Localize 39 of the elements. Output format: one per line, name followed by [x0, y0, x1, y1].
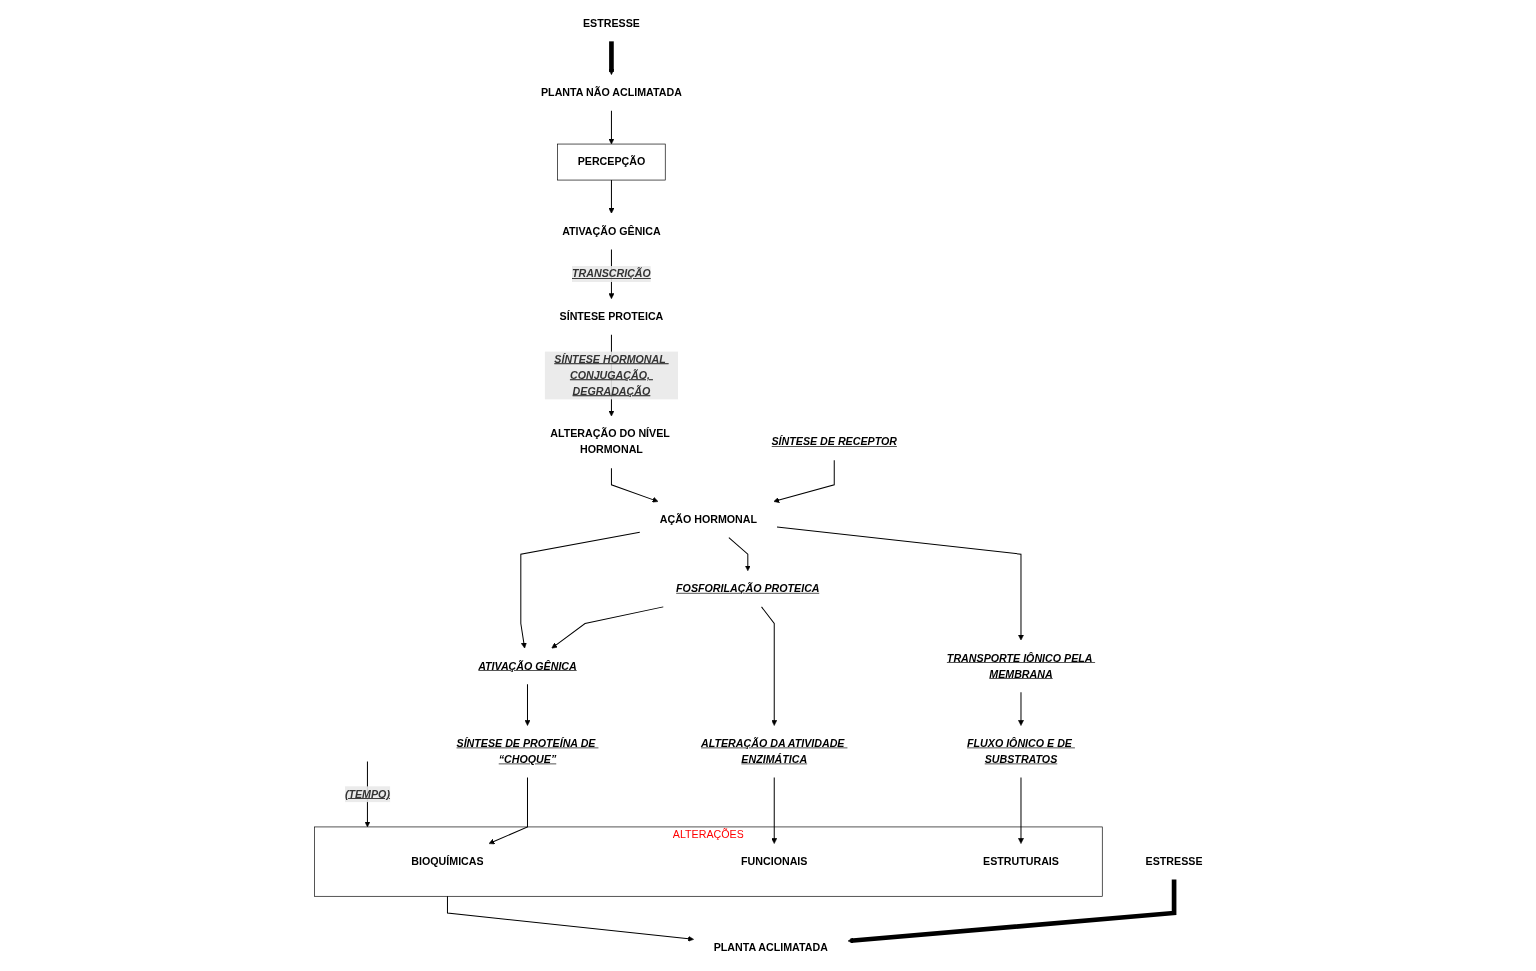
- node-text: ALTERAÇÃO DA ATIVIDADE ENZIMÁTICA: [700, 737, 845, 765]
- arrow: [776, 526, 1024, 641]
- node-box: PERCEPÇÃO: [556, 143, 666, 181]
- node-text: PLANTA ACLIMATADA: [713, 941, 828, 953]
- arrow: [519, 531, 640, 649]
- node-text: ALTERAÇÃO DO NÍVEL HORMONAL: [549, 428, 670, 456]
- node-text: FUNCIONAIS: [740, 855, 807, 867]
- node-text: TRANSPORTE IÔNICO PELA MEMBRANA: [946, 652, 1092, 680]
- arrow: [770, 777, 777, 844]
- node-text: ESTRESSE: [582, 17, 640, 29]
- edge-label: TRANSCRIÇÃO: [571, 268, 651, 280]
- node-text: AÇÃO HORMONAL: [659, 513, 757, 525]
- edge-label: SÍNTESE HORMONAL CONJUGAÇÃO, DEGRADAÇÃO: [553, 353, 666, 397]
- node-text: FLUXO IÔNICO E DE SUBSTRATOS: [966, 737, 1072, 765]
- node-text: PLANTA NÃO ACLIMATADA: [540, 86, 682, 99]
- node-text: ATIVAÇÃO GÊNICA: [477, 660, 577, 672]
- arrow: [608, 179, 614, 214]
- edge-label: (TEMPO): [344, 788, 390, 800]
- arrow: [551, 606, 664, 649]
- arrow: [847, 879, 1176, 944]
- arrow: [727, 537, 751, 572]
- node-text: SÍNTESE DE RECEPTOR: [771, 436, 897, 448]
- node-text: SÍNTESE PROTEICA: [559, 310, 663, 323]
- node-text: ESTRESSE: [1145, 855, 1203, 867]
- arrow: [760, 606, 777, 726]
- arrow: [446, 895, 694, 942]
- arrow: [608, 110, 614, 145]
- arrow: [608, 41, 614, 75]
- arrow: [610, 467, 658, 503]
- node-text: SÍNTESE DE PROTEÍNA DE “CHOQUE”: [456, 737, 596, 765]
- arrow: [1017, 777, 1024, 844]
- node-text: ESTRUTURAIS: [982, 855, 1059, 867]
- arrow: [488, 777, 528, 845]
- arrow: [773, 459, 835, 503]
- node-text: FOSFORILAÇÃO PROTEICA: [675, 582, 820, 595]
- node-text: BIOQUÍMICAS: [410, 855, 484, 867]
- arrow: [524, 683, 530, 726]
- arrow: [1017, 691, 1024, 726]
- node-text: ATIVAÇÃO GÊNICA: [561, 225, 661, 237]
